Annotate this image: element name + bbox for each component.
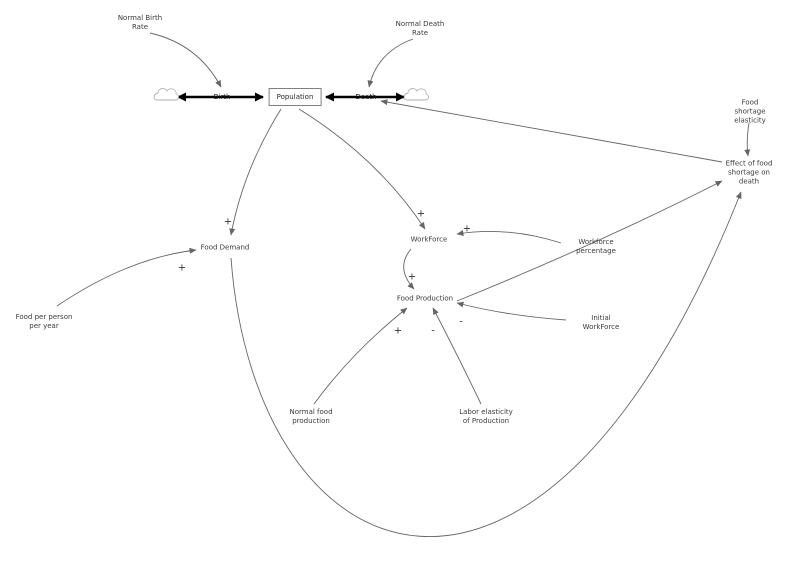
- node-labor-elasticity-of-production[interactable]: Labor elasticity of Production: [459, 407, 513, 425]
- polarity-sign-labor-elasticity-to-food-production: -: [431, 325, 435, 337]
- polarity-sign-normal-food-production-to-food-production: +: [393, 325, 403, 337]
- arrow-workforce-to-food-production: [403, 248, 415, 290]
- arrow-normal-death-rate-to-death: [367, 38, 414, 88]
- arrow-normal-food-production-to-food-production: [313, 307, 408, 405]
- arrow-labor-elasticity-to-food-production: [432, 307, 482, 405]
- polarity-sign-food-per-person-to-food-demand: +: [177, 262, 187, 274]
- arrow-workforce-percentage-to-workforce: [456, 230, 562, 244]
- node-food-shortage-elasticity[interactable]: Food shortage elasticity: [734, 98, 766, 125]
- arrow-food-production-to-effect: [456, 180, 723, 302]
- arrow-food-per-person-to-food-demand: [56, 247, 197, 307]
- population-stock[interactable]: Population: [268, 88, 322, 106]
- arrow-food-demand-to-effect: [230, 191, 742, 538]
- node-food-production[interactable]: Food Production: [396, 294, 454, 303]
- node-food-per-person-per-year[interactable]: Food per person per year: [15, 312, 73, 330]
- node-normal-birth-rate[interactable]: Normal Birth Rate: [117, 13, 163, 31]
- polarity-sign-population-to-workforce: +: [416, 208, 426, 220]
- arrow-effect-to-death: [380, 99, 723, 163]
- flow-label-death[interactable]: Death: [355, 93, 377, 101]
- node-normal-food-production[interactable]: Normal food production: [289, 407, 333, 425]
- arrow-population-to-food-demand: [229, 108, 282, 236]
- polarity-sign-population-to-food-demand: +: [223, 216, 233, 228]
- node-workforce-percentage[interactable]: Workforce percentage: [576, 237, 616, 255]
- cloud-icon: [403, 88, 429, 101]
- node-effect-of-food-shortage-on-death[interactable]: Effect of food shortage on death: [725, 159, 773, 186]
- node-workforce[interactable]: WorkForce: [410, 235, 448, 244]
- polarity-sign-workforce-percentage-to-workforce: +: [462, 223, 472, 235]
- node-initial-workforce[interactable]: Initial WorkForce: [582, 313, 620, 331]
- node-food-demand[interactable]: Food Demand: [200, 243, 250, 252]
- polarity-sign-initial-workforce-to-food-production: -: [459, 316, 463, 328]
- arrow-food-shortage-elasticity-to-effect: [744, 122, 751, 157]
- polarity-sign-workforce-to-food-production: +: [407, 271, 417, 283]
- arrow-population-to-workforce: [298, 108, 426, 230]
- arrow-initial-workforce-to-food-production: [456, 301, 567, 321]
- node-normal-death-rate[interactable]: Normal Death Rate: [395, 19, 445, 37]
- flow-label-birth[interactable]: Birth: [213, 93, 231, 101]
- arrow-normal-birth-rate-to-birth: [149, 32, 222, 88]
- cloud-icon: [153, 88, 179, 101]
